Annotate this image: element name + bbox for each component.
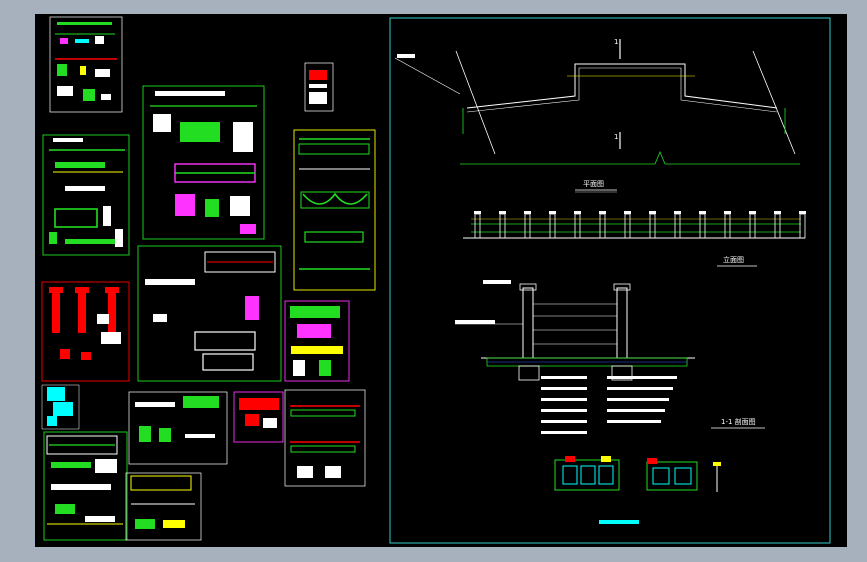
section-view[interactable]: 1-1 剖面图 <box>455 280 765 434</box>
elevation-posts <box>474 211 806 239</box>
fence-post-cap <box>649 211 656 214</box>
thumbnail-sheet-3[interactable] <box>41 281 130 382</box>
fence-post-cap <box>774 211 781 214</box>
note-line <box>541 398 587 401</box>
fence-post-cap <box>799 211 806 214</box>
fence-post <box>724 213 731 239</box>
fence-post-cap <box>749 211 756 214</box>
note-line <box>607 398 669 401</box>
note-line <box>541 387 587 390</box>
plan-view[interactable]: 1 1 平面图 <box>394 38 800 193</box>
drawing-canvas[interactable]: 1 1 平面图 立面图 <box>35 14 847 547</box>
fence-post-cap <box>499 211 506 214</box>
thumbnail-sheet-13[interactable] <box>233 391 284 443</box>
note-line <box>541 420 587 423</box>
fence-post <box>574 213 581 239</box>
fence-post <box>624 213 631 239</box>
fence-post <box>599 213 606 239</box>
fence-post <box>674 213 681 239</box>
thumbnail-sheet-9[interactable] <box>137 245 282 382</box>
thumbnail-sheet-2[interactable] <box>42 134 130 256</box>
fence-post-cap <box>524 211 531 214</box>
plan-title: 平面图 <box>583 180 604 188</box>
fence-post-cap <box>699 211 706 214</box>
main-drawing-sheet[interactable] <box>389 17 831 544</box>
fence-post <box>524 213 531 239</box>
section-notes <box>541 376 677 434</box>
thumbnail-sheet-14[interactable] <box>284 389 366 487</box>
drawing-svg: 1 1 平面图 立面图 <box>41 16 831 544</box>
note-line <box>607 387 673 390</box>
fence-post <box>699 213 706 239</box>
fence-post-cap <box>549 211 556 214</box>
thumbnail-sheet-10[interactable] <box>284 300 350 382</box>
section-title: 1-1 剖面图 <box>721 417 756 426</box>
note-line <box>541 431 587 434</box>
fence-post <box>499 213 506 239</box>
gate-detail[interactable] <box>554 456 721 524</box>
thumbnail-sheet-8[interactable] <box>293 129 376 291</box>
note-line <box>541 376 587 379</box>
fence-post-cap <box>599 211 606 214</box>
fence-post-cap <box>474 211 481 214</box>
fence-post-cap <box>624 211 631 214</box>
thumbnail-sheet-4[interactable] <box>41 384 80 430</box>
note-line <box>541 409 587 412</box>
thumbnail-sheet-6[interactable] <box>142 85 265 240</box>
fence-post <box>774 213 781 239</box>
fence-post-cap <box>674 211 681 214</box>
section-marker-bottom: 1 <box>614 133 618 141</box>
thumbnail-sheet-5[interactable] <box>43 431 128 541</box>
fence-post <box>749 213 756 239</box>
elevation-title: 立面图 <box>723 255 744 264</box>
fence-post-cap <box>724 211 731 214</box>
elevation-view[interactable]: 立面图 <box>463 211 806 267</box>
fence-post <box>549 213 556 239</box>
thumbnail-sheet-12[interactable] <box>125 472 202 541</box>
thumbnail-sheet-7[interactable] <box>304 62 334 112</box>
fence-post <box>474 213 481 239</box>
fence-post <box>799 213 806 239</box>
thumbnail-sheet-11[interactable] <box>128 391 228 465</box>
section-marker-top: 1 <box>614 38 618 46</box>
fence-post <box>649 213 656 239</box>
fence-post-cap <box>574 211 581 214</box>
note-line <box>607 376 677 379</box>
thumbnail-sheet-1[interactable] <box>49 16 123 113</box>
note-line <box>607 420 661 423</box>
note-line <box>607 409 665 412</box>
